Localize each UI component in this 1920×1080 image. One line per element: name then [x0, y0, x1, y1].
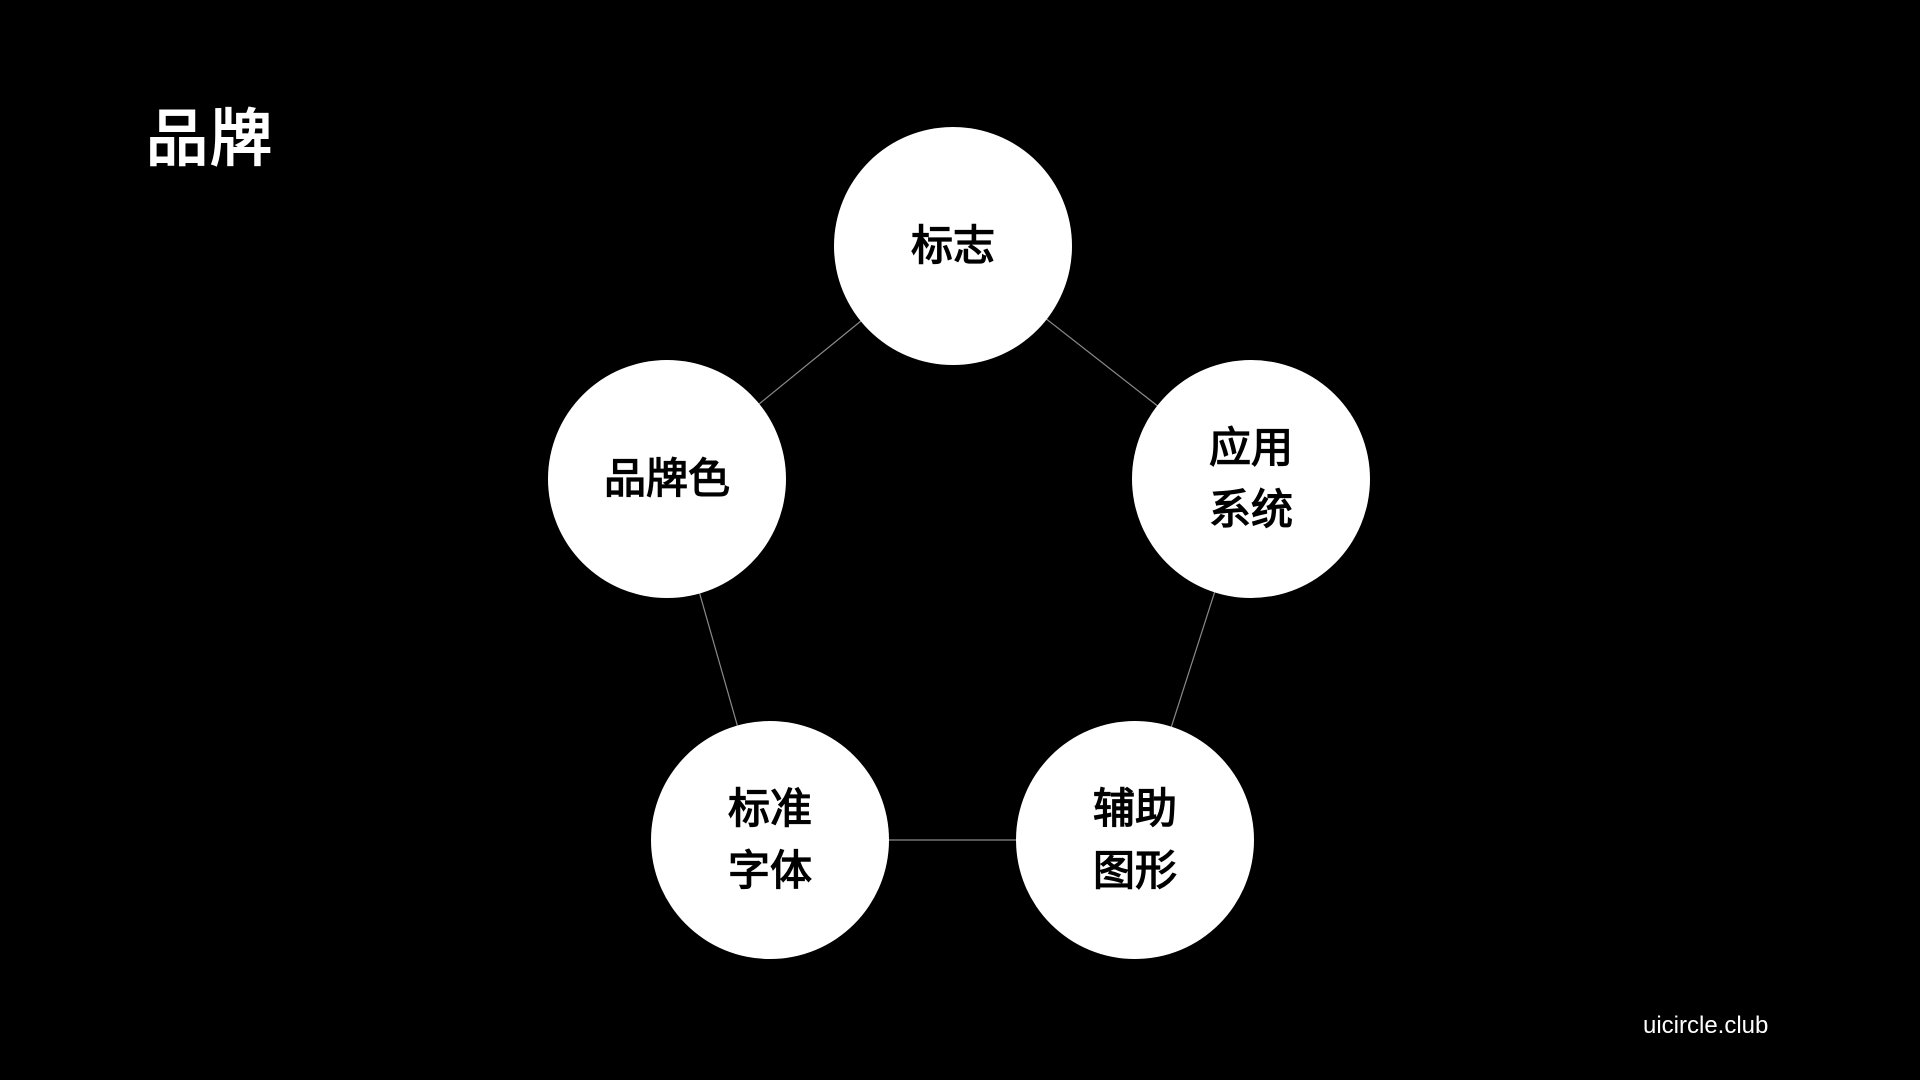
node-label: 标志 [910, 221, 995, 270]
node-label: 图形 [1092, 846, 1177, 895]
footer-site: uicircle.club [1643, 1012, 1769, 1039]
page-title: 品牌 [146, 102, 275, 175]
node-label: 系统 [1208, 485, 1293, 534]
node-brand-color: 品牌色 [548, 360, 786, 598]
node-label: 字体 [727, 846, 812, 895]
node-label: 辅助 [1092, 784, 1177, 833]
node-label: 应用 [1208, 423, 1293, 472]
node-logo: 标志 [834, 127, 1072, 365]
node-application-system: 应用 系统 [1132, 360, 1370, 598]
node-label: 标准 [727, 784, 812, 833]
node-auxiliary-graphics: 辅助 图形 [1016, 721, 1254, 959]
node-label: 品牌色 [603, 454, 730, 503]
node-standard-typeface: 标准 字体 [651, 721, 889, 959]
